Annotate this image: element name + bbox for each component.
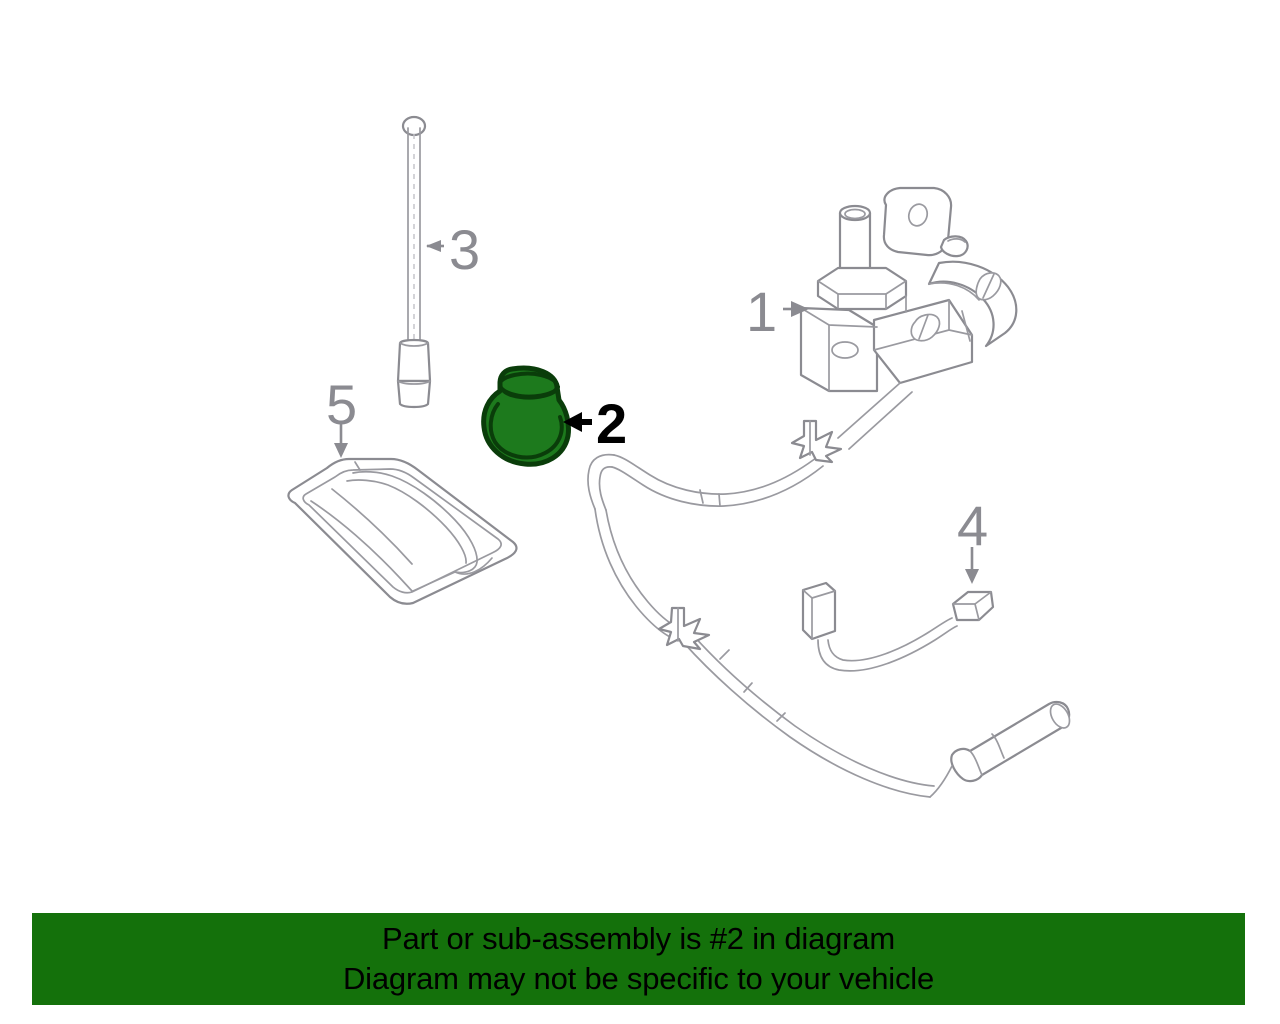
notice-line-1: Part or sub-assembly is #2 in diagram xyxy=(382,921,895,956)
antenna-coax-harness xyxy=(587,382,1071,798)
callout-label-1: 1 xyxy=(746,280,777,343)
part-4-antenna-cable-connector xyxy=(801,581,995,672)
callout-label-2: 2 xyxy=(596,392,627,455)
part-3-antenna-mast xyxy=(396,115,432,409)
harness-retainer-clip-upper xyxy=(790,419,843,464)
harness-retainer-clip-lower xyxy=(657,606,711,651)
callout-1-leader xyxy=(783,301,809,317)
part-1-antenna-base-bracket xyxy=(799,186,1018,393)
part-2-antenna-base-seal xyxy=(476,361,576,472)
coax-plug-terminal xyxy=(929,700,1071,798)
callout-label-5: 5 xyxy=(326,373,357,436)
callout-3-leader xyxy=(426,240,444,252)
part-notice-banner: Part or sub-assembly is #2 in diagram Di… xyxy=(32,913,1245,1005)
callout-5-leader xyxy=(334,424,348,458)
callout-4-leader xyxy=(965,547,979,584)
part-5-shark-fin-antenna xyxy=(287,457,518,605)
callout-label-3: 3 xyxy=(449,218,480,281)
callout-2-leader xyxy=(563,412,592,432)
callout-label-4: 4 xyxy=(957,494,988,557)
notice-line-2: Diagram may not be specific to your vehi… xyxy=(343,961,934,996)
